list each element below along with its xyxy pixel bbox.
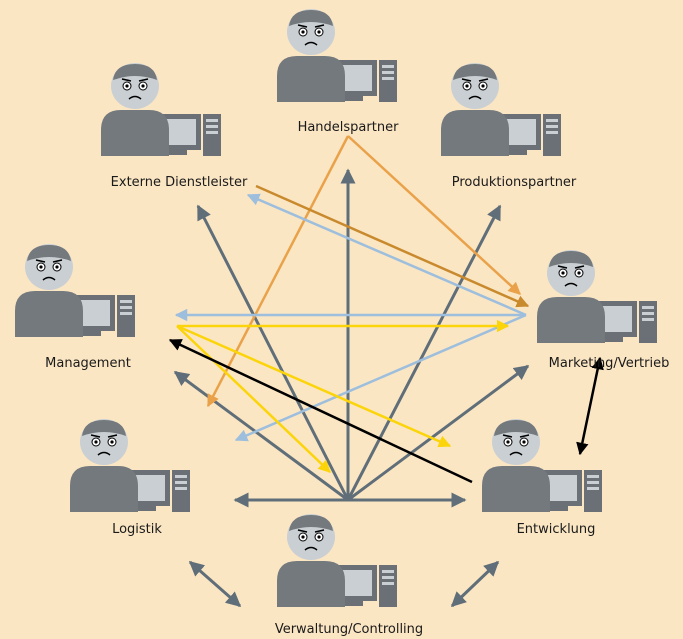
arrow-hub-management bbox=[173, 370, 349, 502]
arrow-marketing-entwicklung bbox=[576, 356, 604, 456]
label-externe-dienstleister: Externe Dienstleister bbox=[111, 175, 248, 190]
logistik-icon bbox=[69, 418, 191, 513]
handelspartner-icon bbox=[276, 8, 398, 103]
arrow-management-entwicklung bbox=[176, 324, 452, 448]
label-marketing-vertrieb: Marketing/Vertrieb bbox=[549, 356, 670, 371]
verwaltung-controlling-icon bbox=[276, 513, 398, 608]
management-icon bbox=[14, 243, 136, 338]
arrow-handelspartner-marketing bbox=[347, 135, 521, 295]
label-handelspartner: Handelspartner bbox=[298, 120, 400, 135]
arrow-logistik-verwaltung bbox=[188, 560, 242, 608]
arrow-marketing-logistik bbox=[234, 313, 527, 442]
produktionspartner-icon bbox=[440, 62, 562, 157]
label-entwicklung: Entwicklung bbox=[517, 522, 596, 537]
arrow-marketing-externe bbox=[246, 193, 527, 317]
arrow-externe-marketing bbox=[255, 184, 530, 308]
label-logistik: Logistik bbox=[112, 522, 162, 537]
hub-arrows bbox=[173, 168, 530, 608]
arrow-management-verwaltung bbox=[176, 325, 331, 473]
label-produktionspartner: Produktionspartner bbox=[452, 175, 577, 190]
label-verwaltung-controlling: Verwaltung/Controlling bbox=[275, 622, 423, 637]
arrow-hub-marketing bbox=[347, 364, 530, 502]
arrow-handelspartner-logistik bbox=[206, 135, 350, 408]
externe-dienstleister-icon bbox=[100, 62, 222, 157]
arrow-hub-externe bbox=[196, 204, 350, 501]
marketing-vertrieb-icon bbox=[536, 249, 658, 344]
arrow-entwicklung-verwaltung bbox=[450, 560, 500, 608]
label-management: Management bbox=[45, 356, 131, 371]
arrow-entwicklung-management bbox=[168, 338, 473, 484]
arrow-hub-produktion bbox=[346, 204, 502, 501]
